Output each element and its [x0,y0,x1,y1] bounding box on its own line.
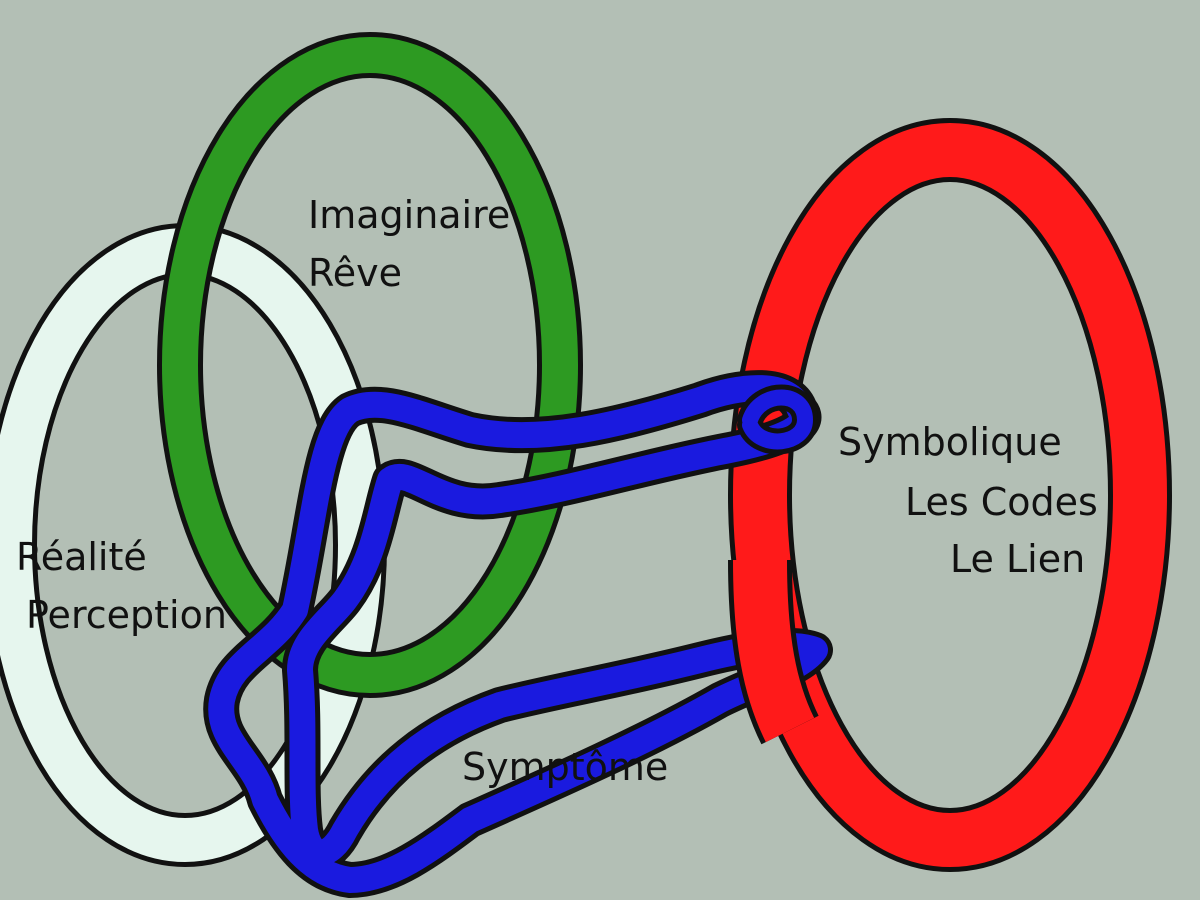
real-label-1: Réalité [16,535,147,579]
imaginary-label-1: Imaginaire [308,193,510,237]
symbolic-label-1: Symbolique [838,420,1062,464]
symbolic-label-3: Le Lien [950,537,1085,581]
symptom-label: Symptôme [462,745,668,789]
symbolic-label-2: Les Codes [905,480,1098,524]
symptom-cord-loop-fill [742,389,813,450]
symptom-cord-fill [208,375,828,893]
imaginary-label-2: Rêve [308,251,402,295]
symbolic-ring [728,118,1172,872]
symbolic-ring-over [728,559,819,745]
real-label-2: Perception [26,593,227,637]
symptom-cord [203,370,833,898]
imaginary-ring-fill [162,37,578,693]
imaginary-ring [157,32,583,698]
symbolic-ring-over-fill [733,559,815,743]
symbolic-ring-fill [733,123,1167,867]
